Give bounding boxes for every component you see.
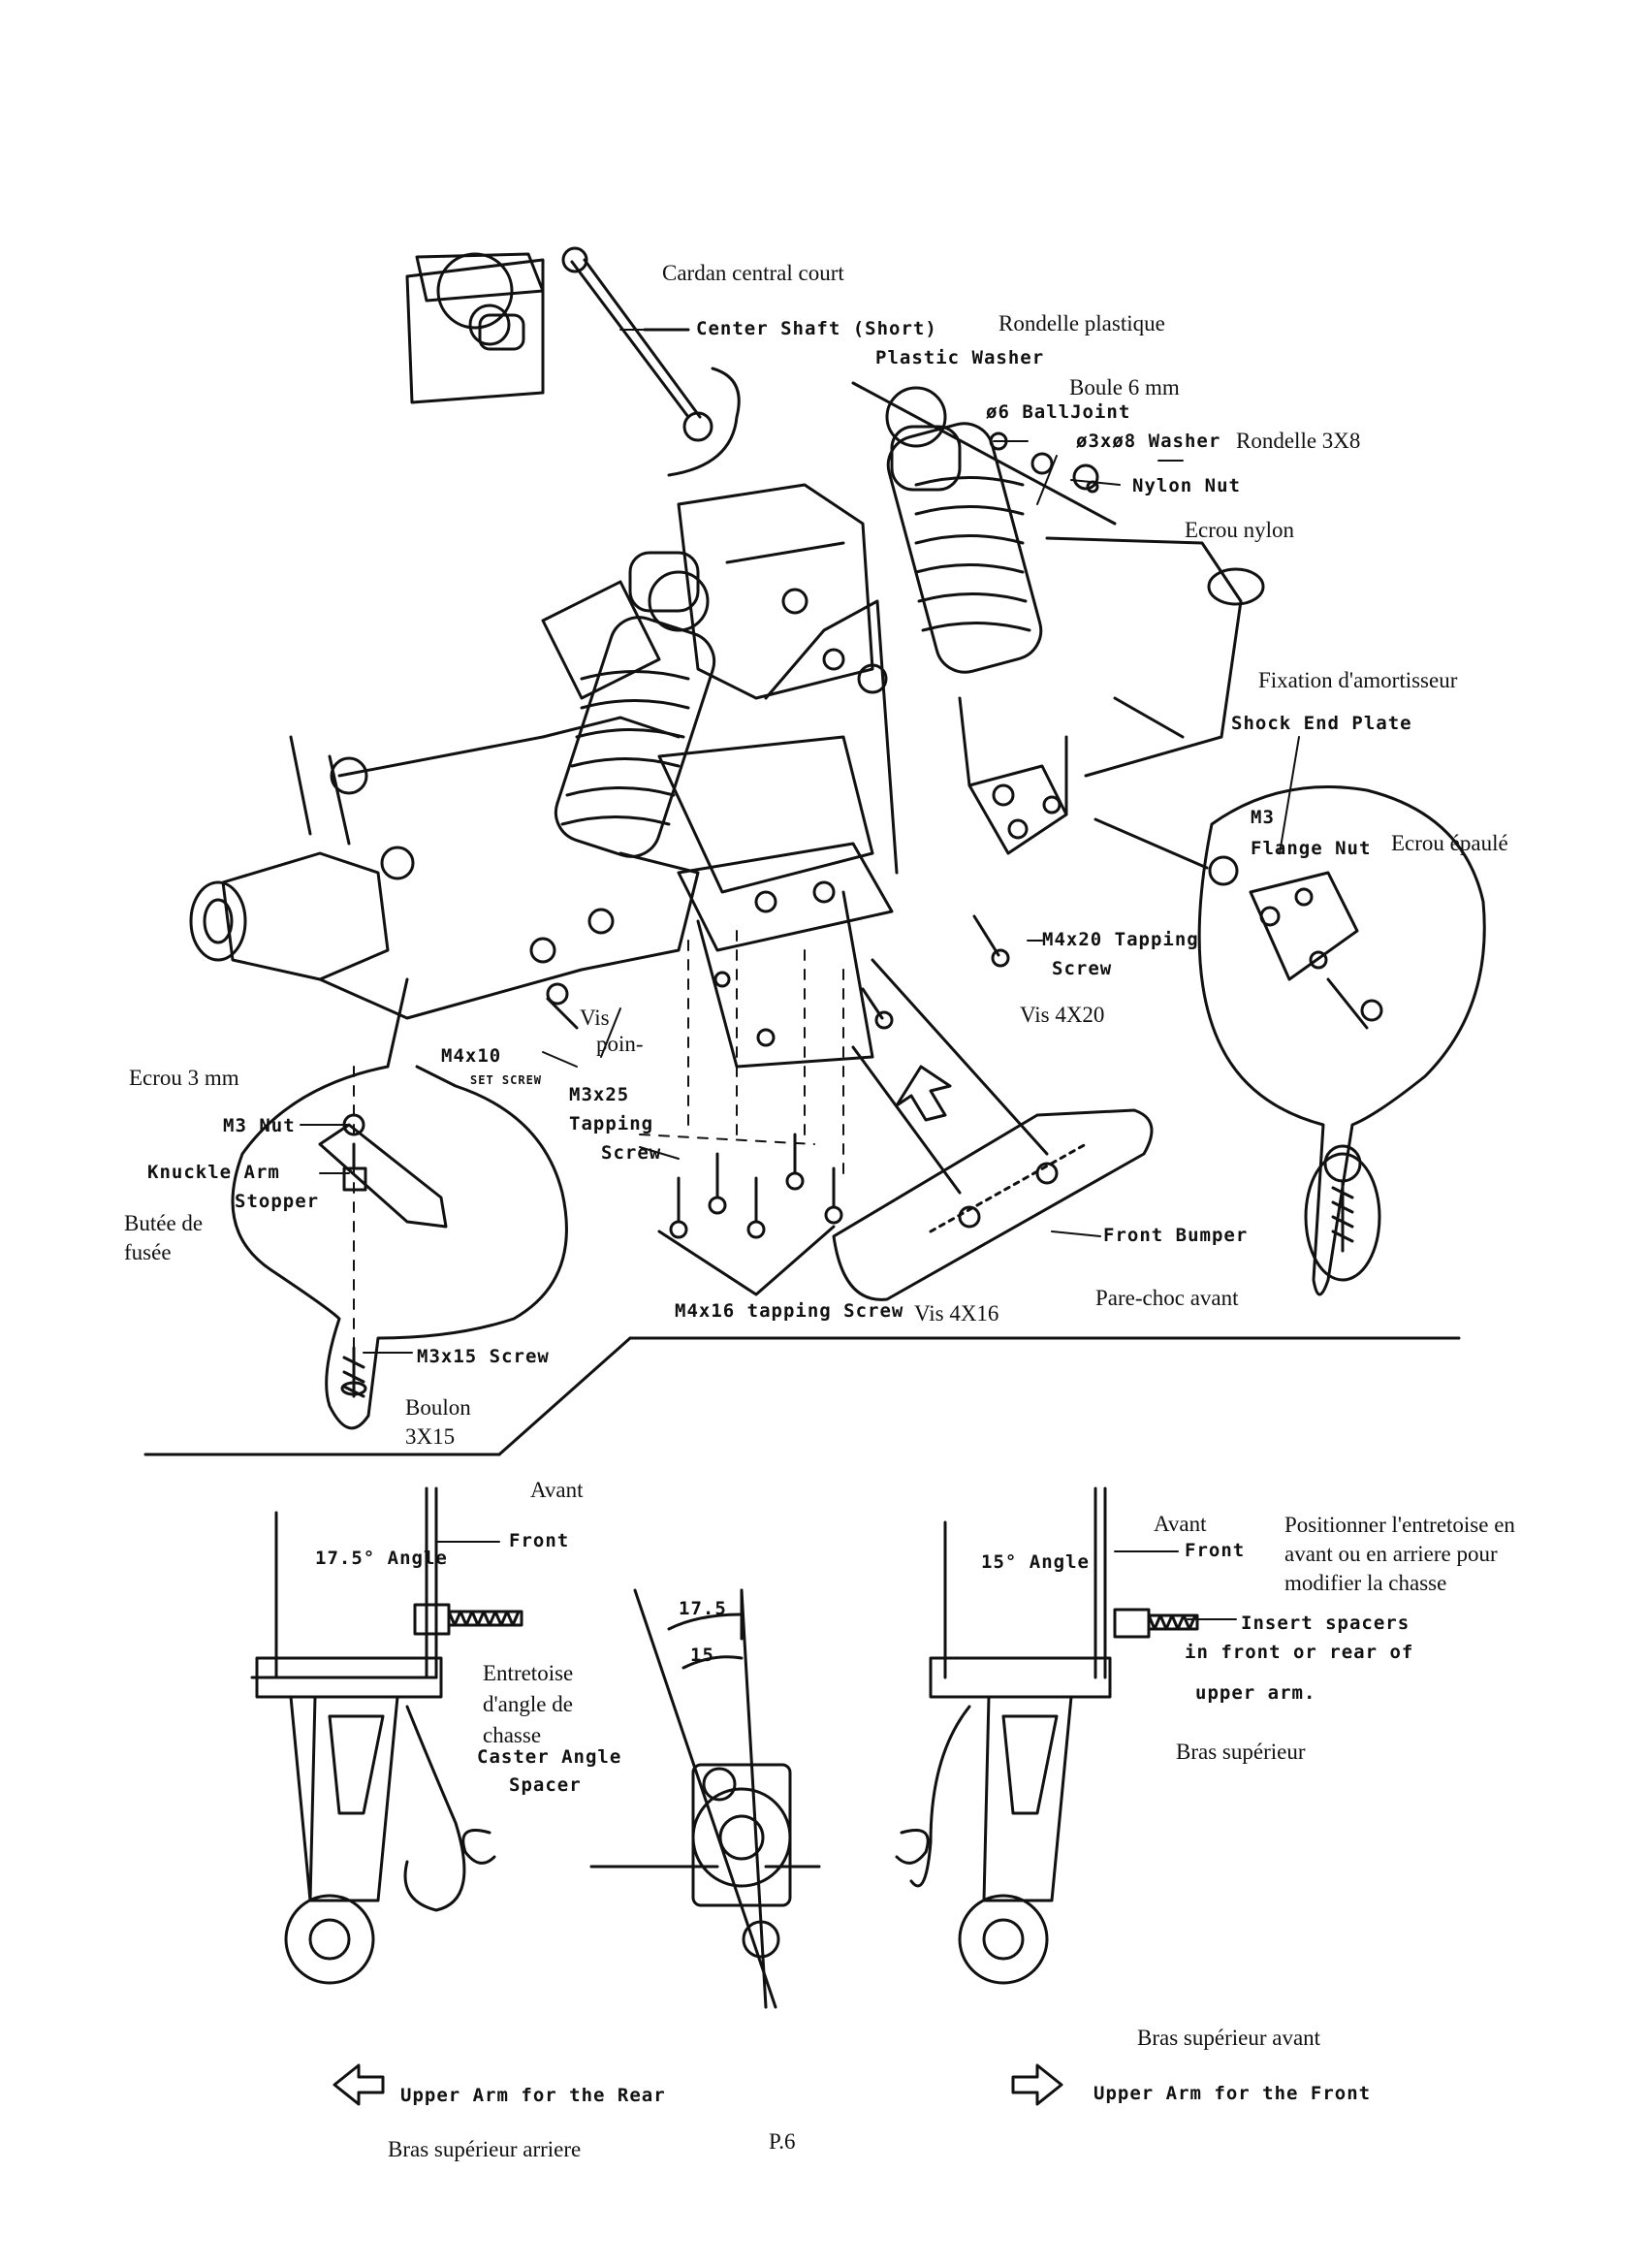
label-bras-superieur: Bras supérieur <box>1176 1740 1306 1764</box>
label-boulon: Boulon <box>405 1395 471 1420</box>
page-number: P.6 <box>769 2129 796 2154</box>
m4x20-screw-illustration <box>861 914 1010 1030</box>
label-knuckle-arm: Knuckle Arm <box>147 1162 280 1183</box>
label-boule-6mm: Boule 6 mm <box>1069 375 1180 399</box>
label-vis: Vis <box>580 1006 610 1030</box>
label-m3x25: M3x25 <box>569 1084 630 1105</box>
label-m4x20-screw: Screw <box>1052 958 1113 979</box>
label-front-right: Front <box>1185 1540 1246 1561</box>
label-cardan-central-court: Cardan central court <box>662 261 844 285</box>
label-m4x10: M4x10 <box>441 1045 502 1067</box>
label-ecrou-3mm: Ecrou 3 mm <box>129 1066 239 1090</box>
label-rondelle-3x8: Rondelle 3X8 <box>1236 429 1361 453</box>
front-bumper-illustration <box>832 1108 1154 1301</box>
label-m4x16-tapping-screw: M4x16 tapping Screw <box>675 1300 904 1322</box>
label-caster-angle: Caster Angle <box>477 1746 622 1768</box>
label-entretoise: Entretoise d'angle de chasse <box>483 1661 574 1747</box>
label-plastic-washer: Plastic Washer <box>875 347 1045 368</box>
knuckle-stopper-inset-illustration <box>231 977 579 1430</box>
label-leader-lines <box>300 329 1300 1620</box>
label-insert-spacers: Insert spacers <box>1241 1613 1410 1634</box>
label-flange-nut: Flange Nut <box>1251 838 1372 859</box>
label-upper-arm-rear: Upper Arm for the Rear <box>400 2085 666 2106</box>
label-balljoint: ø6 BallJoint <box>986 401 1131 423</box>
flange-nut-inset-illustration <box>1093 785 1486 1296</box>
upper-arm-front-drawing <box>895 1486 1199 1985</box>
label-pare-choc-avant: Pare-choc avant <box>1095 1286 1239 1310</box>
label-m3: M3 <box>1251 807 1275 828</box>
separator-line <box>143 1336 1461 1456</box>
label-stopper: Stopper <box>235 1191 320 1212</box>
left-shock-absorber-illustration <box>554 551 716 858</box>
label-avant-left: Avant <box>530 1478 584 1502</box>
label-upper-arm: upper arm. <box>1195 1682 1316 1704</box>
bulkhead-illustration <box>657 483 899 894</box>
label-angle-15: 15° Angle <box>981 1551 1090 1573</box>
label-bras-superieur-arriere: Bras supérieur arriere <box>388 2137 582 2161</box>
label-washer-3x8: ø3xø8 Washer <box>1076 431 1221 452</box>
label-angle-17-5: 17.5° Angle <box>315 1548 448 1569</box>
label-vis-4x20: Vis 4X20 <box>1020 1003 1105 1027</box>
label-set-screw: SET SCREW <box>470 1073 543 1087</box>
label-upper-arm-front: Upper Arm for the Front <box>1093 2083 1372 2104</box>
label-m3x25-screw: Screw <box>601 1142 662 1164</box>
label-bras-superieur-avant: Bras supérieur avant <box>1137 2026 1321 2050</box>
label-front-left: Front <box>509 1530 570 1551</box>
bottom-direction-arrows <box>333 2063 1063 2106</box>
label-ecrou-nylon: Ecrou nylon <box>1185 518 1295 542</box>
label-fusee: fusée <box>124 1240 172 1264</box>
shock-end-plate-illustration <box>958 696 1068 855</box>
lower-arm-hub-illustration <box>189 580 700 1020</box>
label-positionner-entretoise: Positionner l'entretoise en avant ou en … <box>1284 1513 1515 1595</box>
label-17-5-degrees: 17.5 <box>679 1598 727 1619</box>
label-fixation-amortisseur: Fixation d'amortisseur <box>1258 668 1458 692</box>
label-butee-de: Butée de <box>124 1211 204 1235</box>
caster-angle-diagram <box>589 1588 821 2009</box>
m4x16-screws-illustration <box>657 1133 843 1296</box>
differential-housing-illustration <box>1045 536 1265 778</box>
label-m3x15-screw: M3x15 Screw <box>417 1346 550 1367</box>
front-direction-arrow <box>851 958 1049 1195</box>
label-ecrou-epaule: Ecrou épaulé <box>1391 831 1508 855</box>
label-rondelle-plastique: Rondelle plastique <box>998 311 1165 335</box>
label-shock-end-plate: Shock End Plate <box>1231 713 1412 734</box>
label-in-front-or-rear: in front or rear of <box>1185 1642 1414 1663</box>
label-nylon-nut: Nylon Nut <box>1132 475 1241 496</box>
label-avant-right: Avant <box>1154 1512 1207 1536</box>
label-boulon-3x15: 3X15 <box>405 1424 456 1449</box>
gearbox-inset-illustration <box>405 252 545 404</box>
label-center-shaft: Center Shaft (Short) <box>696 318 937 339</box>
screw-guide-lines <box>353 930 844 1358</box>
upper-arm-rear-drawing <box>250 1486 523 1985</box>
label-m4x20-tapping: M4x20 Tapping <box>1042 929 1199 950</box>
front-mount-plate-illustration <box>677 842 894 1069</box>
label-m3x25-tapping: Tapping <box>569 1113 654 1134</box>
label-caster-spacer: Spacer <box>509 1774 582 1796</box>
label-m3-nut: M3 Nut <box>223 1115 296 1136</box>
label-vis-4x16: Vis 4X16 <box>914 1301 999 1326</box>
right-shock-absorber-illustration <box>851 381 1117 674</box>
label-front-bumper: Front Bumper <box>1103 1225 1249 1246</box>
label-15-degrees: 15 <box>690 1645 714 1666</box>
label-poin: poin- <box>596 1032 644 1056</box>
